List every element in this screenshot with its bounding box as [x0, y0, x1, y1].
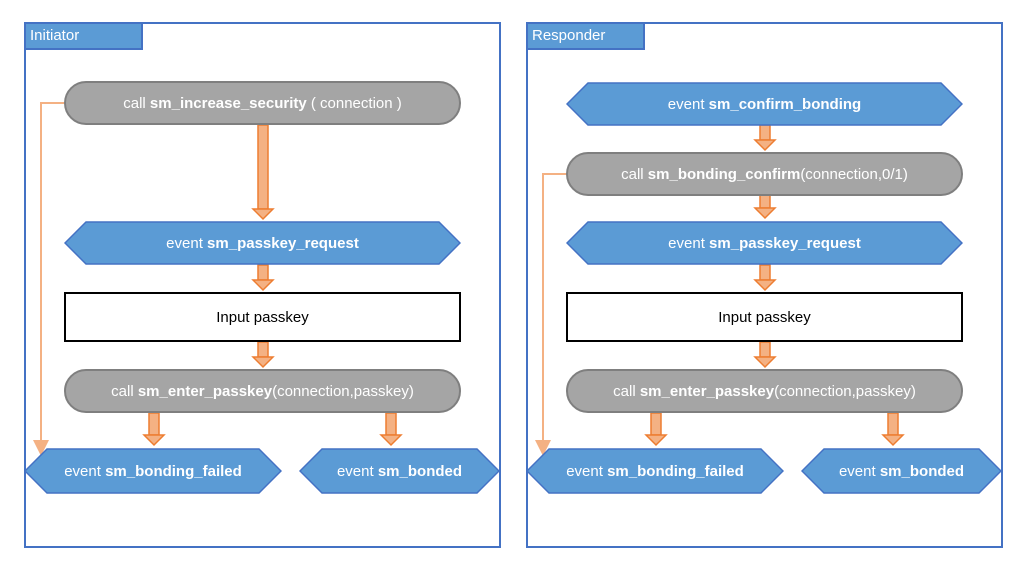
- arrow-call-to-request: [753, 194, 777, 220]
- event-shape: [566, 82, 963, 126]
- event-confirm-fn: sm_confirm_bonding: [708, 95, 862, 113]
- event-confirm-prefix: event: [667, 95, 709, 113]
- call-enter-suffix: (connection,passkey): [272, 382, 414, 400]
- call-confirm-suffix: (connection,0/1): [800, 165, 908, 183]
- call-confirm-prefix: call: [621, 165, 648, 183]
- event-bonded-r-prefix: event: [838, 462, 880, 480]
- call-enter-prefix: call: [111, 382, 138, 400]
- event-request-fn: sm_passkey_request: [207, 234, 359, 252]
- event-passkey-request: event sm_passkey_request: [64, 221, 461, 265]
- responder-title: Responder: [526, 22, 645, 50]
- arrow-enter-to-bonded-r: [881, 412, 905, 447]
- call-increase-fn: sm_increase_security: [149, 94, 307, 112]
- event-confirm-bonding: event sm_confirm_bonding: [566, 82, 963, 126]
- arrow-enter-to-failed: [142, 412, 166, 447]
- call-enter-r-suffix: (connection,passkey): [774, 382, 916, 400]
- arrow-input-to-enter-r: [753, 341, 777, 369]
- call-enter-fn: sm_enter_passkey: [137, 382, 273, 400]
- event-shape: [566, 221, 963, 265]
- input-passkey-r-label: Input passkey: [718, 308, 811, 326]
- call-increase-security: call sm_increase_security ( connection ): [64, 81, 461, 125]
- line-confirm-to-failed: [535, 173, 568, 456]
- event-shape: [801, 448, 1002, 494]
- event-failed-prefix: event: [64, 462, 106, 480]
- line-increase-to-failed: [33, 102, 66, 456]
- event-bonded-r-fn: sm_bonded: [879, 462, 965, 480]
- event-shape: [64, 221, 461, 265]
- event-bonded: event sm_bonded: [299, 448, 500, 494]
- event-shape: [299, 448, 500, 494]
- call-enter-passkey: call sm_enter_passkey(connection,passkey…: [64, 369, 461, 413]
- event-failed-r-prefix: event: [566, 462, 608, 480]
- call-enter-r-prefix: call: [613, 382, 640, 400]
- event-shape: [526, 448, 784, 494]
- initiator-title: Initiator: [24, 22, 143, 50]
- arrow-request-to-input: [251, 264, 275, 292]
- call-confirm-fn: sm_bonding_confirm: [647, 165, 801, 183]
- event-shape: [24, 448, 282, 494]
- call-increase-suffix: ( connection ): [306, 94, 402, 112]
- call-bonding-confirm: call sm_bonding_confirm(connection,0/1): [566, 152, 963, 196]
- event-request-r-prefix: event: [668, 234, 710, 252]
- call-enter-r-fn: sm_enter_passkey: [639, 382, 775, 400]
- arrow-confirm-to-call: [753, 124, 777, 152]
- call-enter-passkey-r: call sm_enter_passkey(connection,passkey…: [566, 369, 963, 413]
- call-increase-prefix: call: [123, 94, 150, 112]
- arrow-request-to-input-r: [753, 264, 777, 292]
- event-bonded-fn: sm_bonded: [377, 462, 463, 480]
- arrow-enter-to-failed-r: [644, 412, 668, 447]
- event-request-prefix: event: [166, 234, 208, 252]
- initiator-panel: Initiator: [24, 22, 501, 548]
- event-request-r-fn: sm_passkey_request: [709, 234, 861, 252]
- input-passkey-label: Input passkey: [216, 308, 309, 326]
- input-passkey-box-r: Input passkey: [566, 292, 963, 342]
- event-bonding-failed: event sm_bonding_failed: [24, 448, 282, 494]
- event-bonded-prefix: event: [336, 462, 378, 480]
- event-bonded-r: event sm_bonded: [801, 448, 1002, 494]
- event-bonding-failed-r: event sm_bonding_failed: [526, 448, 784, 494]
- event-failed-fn: sm_bonding_failed: [105, 462, 242, 480]
- arrow-input-to-enter: [251, 341, 275, 369]
- arrow-enter-to-bonded: [379, 412, 403, 447]
- event-passkey-request-r: event sm_passkey_request: [566, 221, 963, 265]
- responder-panel: Responder: [526, 22, 1003, 548]
- arrow-increase-to-request: [251, 124, 275, 221]
- event-failed-r-fn: sm_bonding_failed: [607, 462, 744, 480]
- input-passkey-box: Input passkey: [64, 292, 461, 342]
